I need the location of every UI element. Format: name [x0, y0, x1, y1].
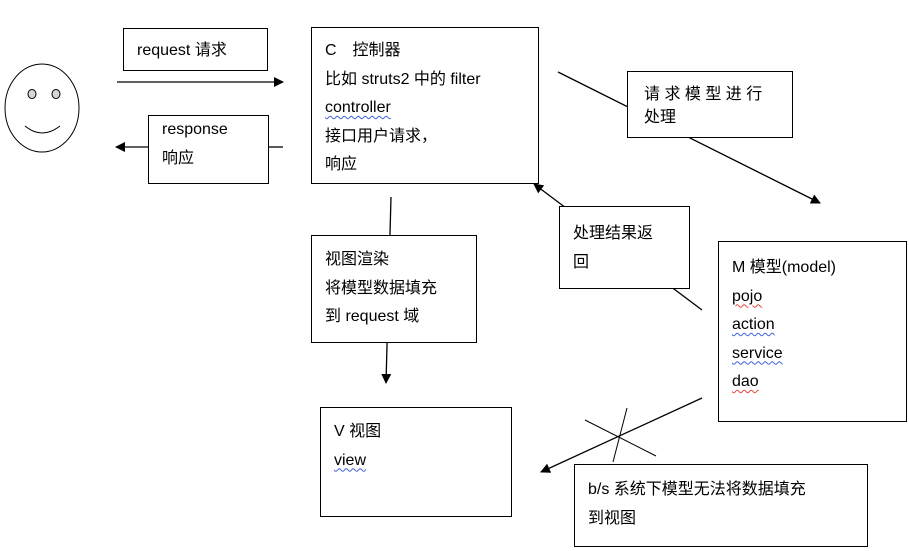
controller-line4: 接口用户请求， — [325, 127, 438, 145]
request-model-label-box: 请 求 模 型 进 行 处理 — [627, 71, 793, 138]
model-item-dao: dao — [732, 373, 759, 390]
model-title: M 模型(model) — [732, 259, 837, 276]
controller-line5: 响应 — [325, 156, 358, 173]
view-line2: view — [334, 451, 367, 469]
result-return-label-box: 处理结果返 回 — [559, 206, 690, 289]
model-item-service: service — [732, 344, 783, 362]
cross-out-mark — [584, 407, 657, 463]
result-return-label-line2: 回 — [573, 253, 590, 271]
request-model-label-line2: 处理 — [644, 108, 677, 126]
request-label: request 请求 — [137, 42, 227, 59]
model-item-pojo: pojo — [732, 287, 763, 305]
view-render-label-line1: 视图渲染 — [325, 251, 390, 268]
controller-line3: controller — [325, 99, 391, 116]
user-smiley-icon — [4, 63, 80, 153]
response-label-line2: 响应 — [162, 149, 195, 167]
request-model-label-line1: 请 求 模 型 进 行 — [644, 86, 763, 103]
view-render-label-line2: 将模型数据填充 — [325, 279, 438, 297]
response-label-line1: response — [162, 121, 228, 138]
view-render-label-line3: 到 request 域 — [325, 308, 420, 325]
view-box: V 视图 view — [320, 407, 512, 517]
view-title: V 视图 — [334, 423, 382, 440]
model-box: M 模型(model) pojo action service dao — [718, 241, 907, 422]
bs-note-line1: b/s 系统下模型无法将数据填充 — [588, 481, 806, 498]
bs-note-box: b/s 系统下模型无法将数据填充 到视图 — [574, 464, 868, 547]
model-item-action: action — [732, 316, 775, 333]
controller-box: C 控制器 比如 struts2 中的 filter controller 接口… — [311, 27, 539, 184]
request-label-box: request 请求 — [123, 28, 268, 71]
bs-note-line2: 到视图 — [588, 509, 637, 527]
controller-line2: 比如 struts2 中的 filter — [325, 70, 481, 88]
view-render-label-box: 视图渲染 将模型数据填充 到 request 域 — [311, 235, 477, 343]
response-label-box: response 响应 — [148, 115, 269, 184]
model-to-view-arrow — [540, 397, 703, 473]
controller-title: C 控制器 — [325, 42, 401, 59]
result-return-label-line1: 处理结果返 — [573, 225, 654, 242]
